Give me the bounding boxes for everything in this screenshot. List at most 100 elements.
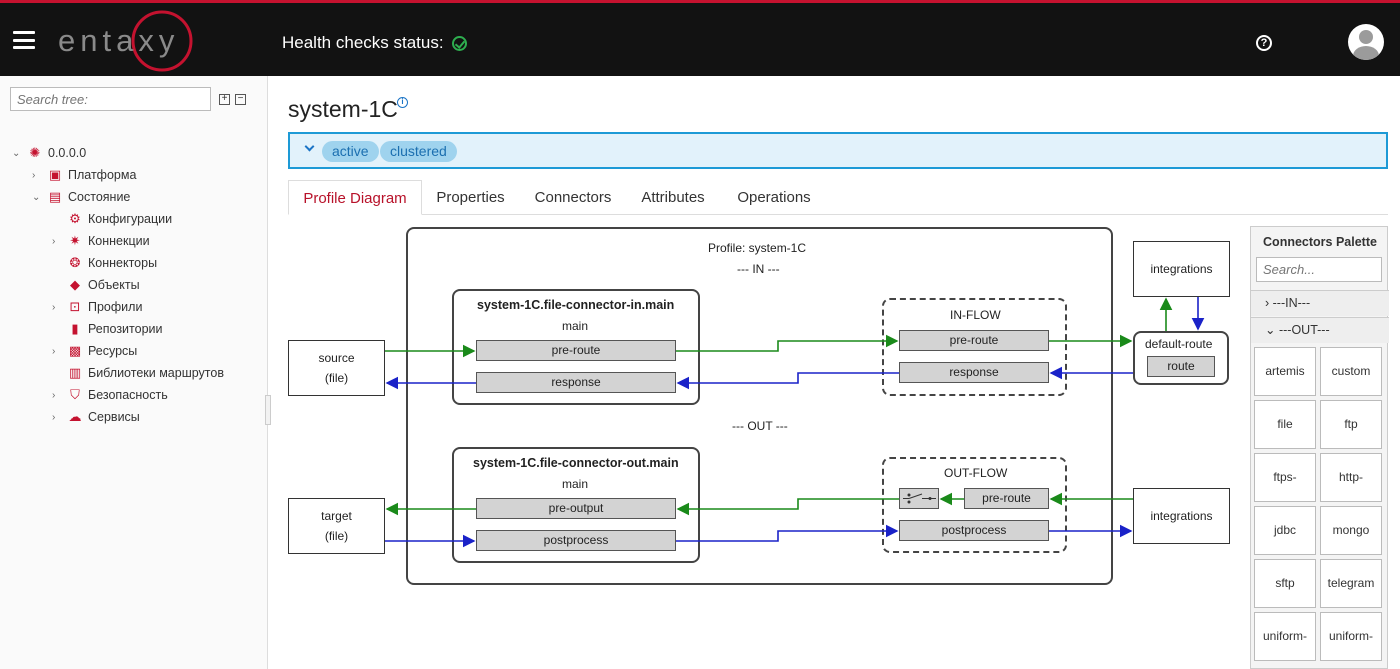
tab-bar: Profile Diagram Properties Connectors At… <box>288 180 1388 215</box>
palette-item-telegram[interactable]: telegram <box>1320 559 1382 608</box>
help-circle-icon[interactable]: ? <box>1256 35 1272 51</box>
tree-item-label: Конфигурации <box>88 212 173 226</box>
tree-item-label: Коннекторы <box>88 256 158 270</box>
integrations-top[interactable]: integrations <box>1133 241 1230 297</box>
out-section-label: --- OUT --- <box>732 419 788 433</box>
palette-group-in[interactable]: › ---IN--- <box>1251 290 1389 316</box>
chevron-down-icon[interactable]: ⌄ <box>12 147 21 159</box>
palette-search-input[interactable] <box>1256 257 1382 282</box>
connector-in-response[interactable]: response <box>476 372 676 393</box>
palette-item-http[interactable]: http- <box>1320 453 1382 502</box>
tree-item-label: Сервисы <box>88 410 140 424</box>
tree-item-route-libraries[interactable]: ▥ Библиотеки маршрутов <box>52 362 224 384</box>
tree-item-label: Репозитории <box>88 322 163 336</box>
source-endpoint[interactable]: source (file) <box>288 340 385 396</box>
tree-item-label: Библиотеки маршрутов <box>88 366 224 380</box>
in-section-label: --- IN --- <box>737 262 780 276</box>
tree-item-root[interactable]: ⌄ ✺ 0.0.0.0 <box>12 142 86 164</box>
tree-item-connectors[interactable]: ❂ Коннекторы <box>52 252 158 274</box>
connector-in-pre-route[interactable]: pre-route <box>476 340 676 361</box>
tree-search-input[interactable] <box>10 87 211 111</box>
tree-item-label: Профили <box>88 300 143 314</box>
chevron-down-icon[interactable]: ⌄ <box>32 191 41 203</box>
connector-out-subtitle: main <box>562 477 589 491</box>
chevron-down-icon[interactable] <box>304 141 315 152</box>
chevron-right-icon[interactable]: › <box>52 301 56 313</box>
check-circle-icon[interactable] <box>451 35 467 51</box>
connector-out-postprocess[interactable]: postprocess <box>476 530 676 551</box>
tree-item-repositories[interactable]: ▮ Репозитории <box>52 318 163 340</box>
health-label: Health checks status: <box>282 33 444 52</box>
resources-icon: ▩ <box>68 343 82 358</box>
palette-item-file[interactable]: file <box>1254 400 1316 449</box>
connector-out-pre-output[interactable]: pre-output <box>476 498 676 519</box>
tree-item-objects[interactable]: ◆ Объекты <box>52 274 140 296</box>
palette-item-uniform-2[interactable]: uniform- <box>1320 612 1382 661</box>
source-type: (file) <box>324 371 349 385</box>
info-icon[interactable]: i <box>397 97 408 108</box>
tree-item-platform[interactable]: › ▣ Платформа <box>32 164 136 186</box>
gear-icon: ⚙ <box>69 211 81 226</box>
hamburger-menu-icon[interactable] <box>13 31 35 49</box>
tab-properties[interactable]: Properties <box>436 189 505 206</box>
palette-item-uniform-1[interactable]: uniform- <box>1254 612 1316 661</box>
tree-item-profiles[interactable]: › ⊡ Профили <box>52 296 142 318</box>
in-flow-response[interactable]: response <box>899 362 1049 383</box>
connectors-icon: ❂ <box>69 255 81 270</box>
status-badge-clustered: clustered <box>380 141 457 162</box>
library-icon: ▥ <box>68 365 82 380</box>
tree-item-configurations[interactable]: ⚙ Конфигурации <box>52 208 172 230</box>
collapse-all-icon[interactable]: − <box>235 94 246 105</box>
tree-item-resources[interactable]: › ▩ Ресурсы <box>52 340 137 362</box>
out-flow-postprocess[interactable]: postprocess <box>899 520 1049 541</box>
palette-item-mongo[interactable]: mongo <box>1320 506 1382 555</box>
out-flow-pre-route[interactable]: pre-route <box>964 488 1049 509</box>
palette-item-artemis[interactable]: artemis <box>1254 347 1316 396</box>
sidebar: + − ⌄ ✺ 0.0.0.0 › ▣ Платформа ⌄ ▤ Состоя… <box>0 76 268 669</box>
tab-profile-diagram[interactable]: Profile Diagram <box>288 180 422 215</box>
user-avatar[interactable] <box>1348 24 1384 60</box>
platform-icon: ▣ <box>48 167 62 182</box>
tab-operations[interactable]: Operations <box>737 189 811 206</box>
tree-item-label: Платформа <box>68 168 137 182</box>
expand-all-icon[interactable]: + <box>219 94 230 105</box>
chevron-right-icon[interactable]: › <box>52 235 56 247</box>
tab-connectors[interactable]: Connectors <box>534 189 612 206</box>
profile-icon: ⊡ <box>69 299 81 314</box>
network-node-icon: ✺ <box>29 145 41 160</box>
chevron-right-icon[interactable]: › <box>52 411 56 423</box>
target-endpoint[interactable]: target (file) <box>288 498 385 554</box>
integrations-bottom[interactable]: integrations <box>1133 488 1230 544</box>
palette-group-out[interactable]: ⌄ ---OUT--- <box>1251 317 1389 343</box>
shield-icon: ⛉ <box>70 387 80 402</box>
chevron-right-icon[interactable]: › <box>52 389 56 401</box>
tree-item-security[interactable]: › ⛉ Безопасность <box>52 384 168 406</box>
tab-attributes[interactable]: Attributes <box>641 189 705 206</box>
default-route-label: default-route <box>1145 337 1213 351</box>
in-flow-pre-route[interactable]: pre-route <box>899 330 1049 351</box>
switch-icon[interactable] <box>899 488 939 509</box>
health-status: Health checks status: <box>282 33 467 53</box>
palette-item-jdbc[interactable]: jdbc <box>1254 506 1316 555</box>
cube-icon: ◆ <box>70 277 80 292</box>
palette-item-sftp[interactable]: sftp <box>1254 559 1316 608</box>
palette-item-ftps[interactable]: ftps- <box>1254 453 1316 502</box>
chevron-right-icon[interactable]: › <box>52 345 56 357</box>
route-button[interactable]: route <box>1147 356 1215 377</box>
palette-item-ftp[interactable]: ftp <box>1320 400 1382 449</box>
in-flow-label: IN-FLOW <box>950 308 1001 322</box>
palette-group-out-label: ---OUT--- <box>1278 323 1330 337</box>
target-type: (file) <box>324 529 349 543</box>
page-title: system-1C <box>288 96 398 122</box>
tree-item-services[interactable]: › ☁ Сервисы <box>52 406 140 428</box>
chevron-right-icon[interactable]: › <box>32 169 36 181</box>
profile-label: Profile: system-1C <box>708 241 807 255</box>
tree-item-state[interactable]: ⌄ ▤ Состояние <box>32 186 130 208</box>
entaxy-logo[interactable]: entaxy <box>56 9 226 73</box>
sidebar-resize-handle[interactable] <box>265 395 271 425</box>
tree-item-label: Коннекции <box>88 234 150 248</box>
svg-text:entaxy: entaxy <box>58 23 179 58</box>
source-name: source <box>318 351 355 365</box>
tree-item-connections[interactable]: › ✷ Коннекции <box>52 230 150 252</box>
palette-item-custom[interactable]: custom <box>1320 347 1382 396</box>
